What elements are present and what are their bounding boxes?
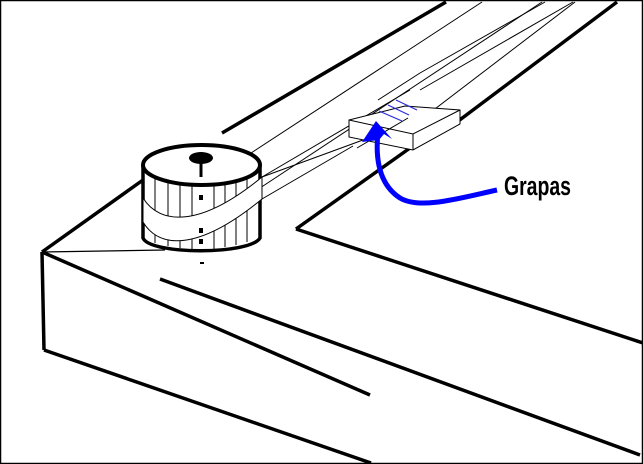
frame-front-face <box>40 251 641 464</box>
staples-label: Grapas <box>504 171 572 201</box>
frame-top-surface <box>40 0 447 397</box>
arrow <box>362 121 498 206</box>
tape-roll <box>141 143 263 264</box>
staples <box>378 99 418 122</box>
inner-opening <box>294 0 643 345</box>
stapled-block <box>348 99 461 151</box>
